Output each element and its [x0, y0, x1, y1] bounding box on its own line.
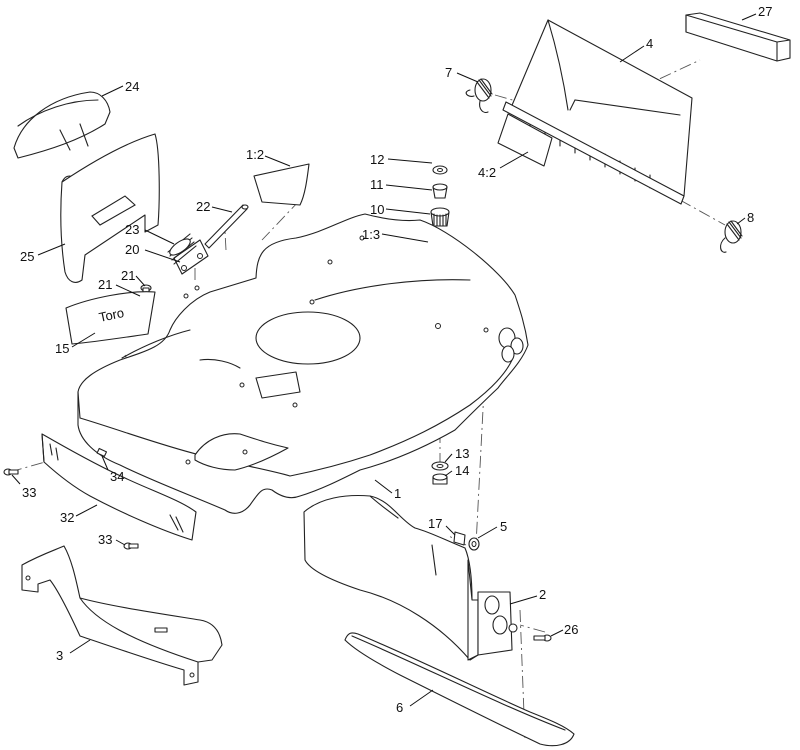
part-4-rear-flap — [502, 19, 693, 205]
part-4-2-plate — [497, 113, 553, 167]
callout-27: 27 — [758, 4, 772, 19]
callout-3: 3 — [56, 648, 63, 663]
part-32-skirt — [41, 433, 197, 541]
part-25-shield — [60, 133, 160, 283]
callout-8: 8 — [747, 210, 754, 225]
callout-33-left: 33 — [22, 485, 36, 500]
callout-2: 2 — [539, 587, 546, 602]
callout-13: 13 — [455, 446, 469, 461]
callout-17: 17 — [428, 516, 442, 531]
callout-25: 25 — [20, 249, 34, 264]
callout-1: 1 — [394, 486, 401, 501]
callout-1-2: 1:2 — [246, 147, 264, 162]
part-17-5-hardware — [453, 531, 480, 551]
callout-24: 24 — [125, 79, 139, 94]
callout-1-3: 1:3 — [362, 227, 380, 242]
callout-12: 12 — [370, 152, 384, 167]
callout-26: 26 — [564, 622, 578, 637]
part-23-20-bracket — [167, 233, 209, 275]
part-24-cover — [13, 91, 111, 159]
callout-4: 4 — [646, 36, 653, 51]
callout-23: 23 — [125, 222, 139, 237]
callout-5: 5 — [500, 519, 507, 534]
part-22-rod — [204, 204, 249, 249]
part-13-14-hardware — [431, 461, 449, 485]
part-3-front-bracket — [21, 545, 223, 686]
callout-10: 10 — [370, 202, 384, 217]
part-26-bolt — [533, 634, 552, 642]
callout-4-2: 4:2 — [478, 165, 496, 180]
callout-33-bottom: 33 — [98, 532, 112, 547]
part-2-discharge-housing — [303, 495, 518, 661]
leader-lines — [11, 13, 757, 707]
callout-21: 21 — [121, 268, 135, 283]
callout-7: 7 — [445, 65, 452, 80]
callout-21-b: 21 — [98, 277, 112, 292]
part-15-decal: Toro — [65, 291, 156, 345]
callout-20: 20 — [125, 242, 139, 257]
callout-15: 15 — [55, 341, 69, 356]
part-1-mower-deck — [77, 213, 529, 514]
part-6-chute — [344, 632, 575, 747]
callout-22: 22 — [196, 199, 210, 214]
callout-11: 11 — [370, 177, 384, 192]
callout-14: 14 — [455, 463, 469, 478]
callout-labels: 27 4 7 4:2 8 12 11 10 1:3 1:2 22 23 20 2… — [20, 4, 772, 715]
part-27-bar — [685, 12, 791, 62]
callout-6: 6 — [396, 700, 403, 715]
part-33-screws — [3, 468, 139, 550]
part-8-spring — [720, 220, 743, 253]
callout-32: 32 — [60, 510, 74, 525]
decal-brand-text: Toro — [98, 305, 126, 325]
part-1-2-plate — [253, 163, 310, 206]
part-7-spring — [465, 78, 493, 114]
callout-34: 34 — [110, 469, 124, 484]
